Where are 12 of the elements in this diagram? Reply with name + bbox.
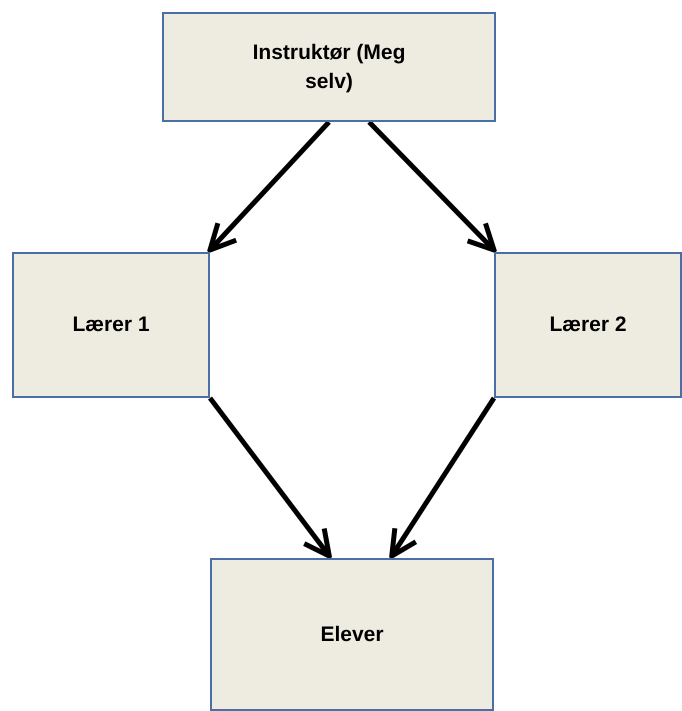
arrow [389,396,496,558]
process-box [494,252,682,398]
arrow [367,120,496,252]
arrow [208,120,331,252]
box-label: Lærer 2 [549,312,627,338]
box-label: Lærer 1 [72,312,150,338]
process-box [162,12,496,122]
box-label: Elever [320,622,384,648]
process-box [210,558,494,711]
box-label: Instruktør (Meg selv) [252,40,406,95]
process-box [12,252,210,398]
arrow [208,396,332,558]
